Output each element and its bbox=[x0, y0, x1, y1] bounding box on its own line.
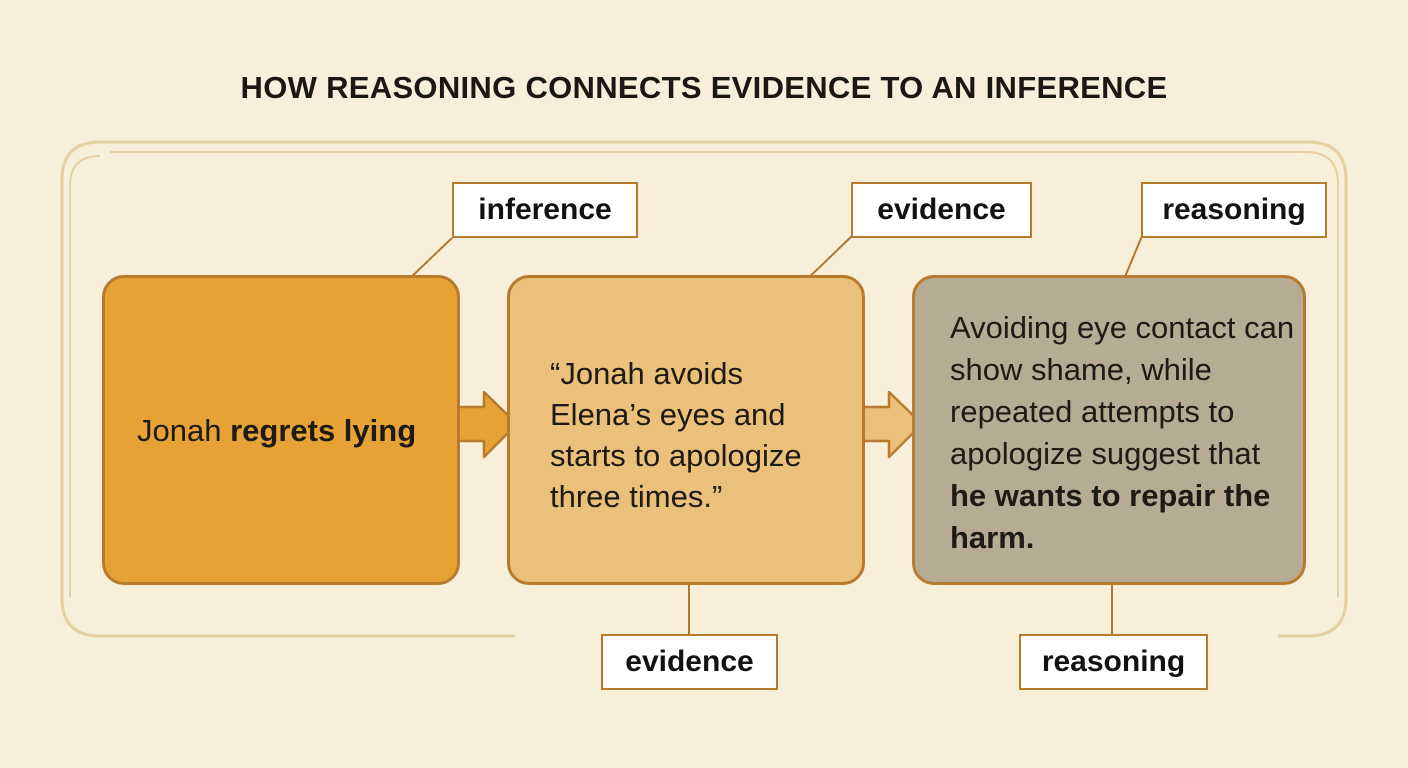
label-top-evidence: evidence bbox=[851, 182, 1032, 238]
reasoning-text: Avoiding eye contact can show shame, whi… bbox=[950, 307, 1295, 559]
diagram-title: HOW REASONING CONNECTS EVIDENCE TO AN IN… bbox=[240, 70, 1168, 105]
arrow-right-icon bbox=[456, 390, 519, 459]
label-top-reasoning: reasoning bbox=[1141, 182, 1327, 238]
inference-text-plain: Jonah bbox=[137, 412, 231, 448]
evidence-box: “Jonah avoids Elena’s eyes and starts to… bbox=[507, 275, 865, 585]
inference-box: Jonah regrets lying bbox=[102, 275, 460, 585]
inner-frame bbox=[110, 151, 1339, 598]
inference-text-bold: regrets lying bbox=[230, 412, 417, 448]
label-bottom-reasoning: reasoning bbox=[1019, 634, 1208, 690]
inference-text: Jonah regrets lying bbox=[137, 410, 416, 451]
reasoning-text-plain: Avoiding eye contact can show shame, whi… bbox=[950, 310, 1295, 471]
label-bottom-evidence: evidence bbox=[601, 634, 778, 690]
label-top-inference: inference bbox=[452, 182, 638, 238]
outer-frame bbox=[60, 140, 1348, 638]
reasoning-text-bold: he wants to repair the harm. bbox=[950, 478, 1271, 555]
arrow-right-icon bbox=[861, 390, 924, 459]
reasoning-box: Avoiding eye contact can show shame, whi… bbox=[912, 275, 1306, 585]
evidence-quote: “Jonah avoids Elena’s eyes and starts to… bbox=[550, 356, 802, 514]
